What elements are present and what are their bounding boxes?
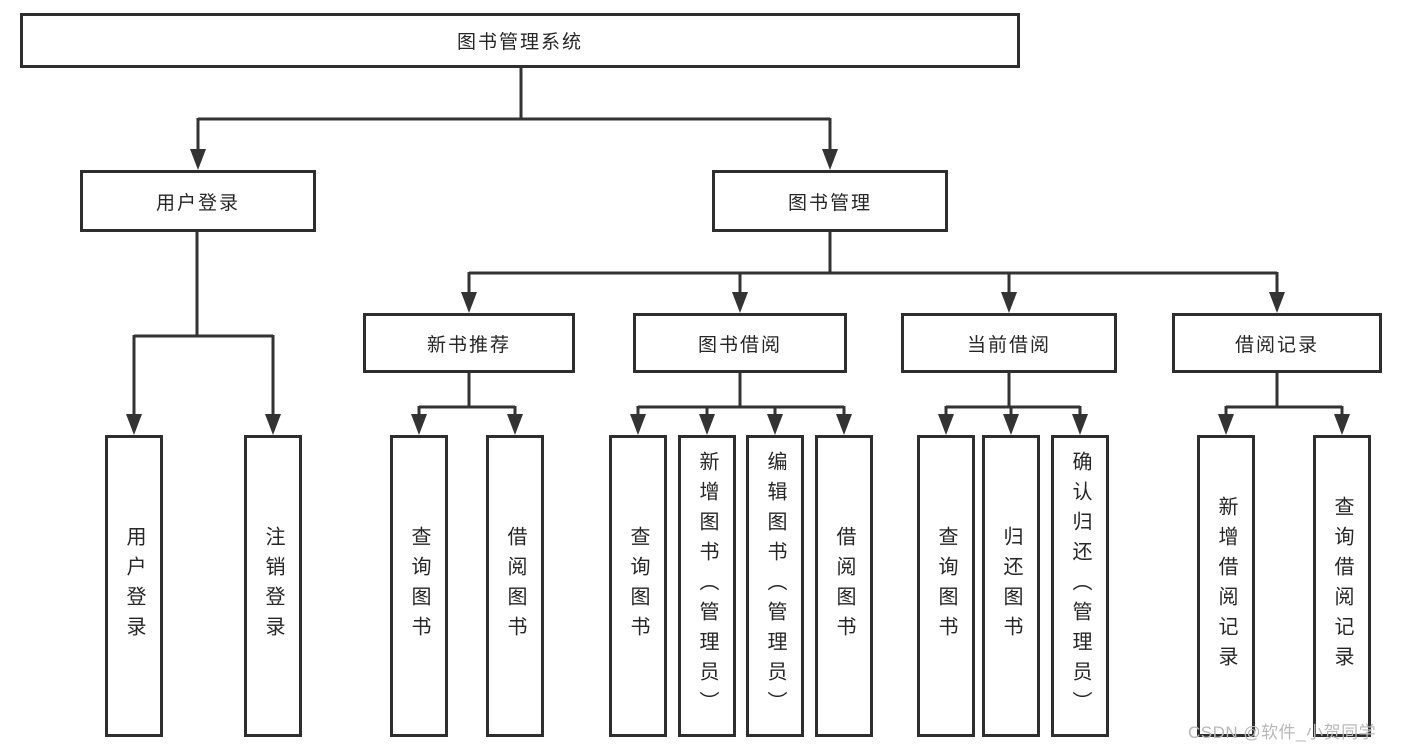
node-user-login: 用户登录 <box>80 170 316 232</box>
leaf-query-books-1: 查询图书 <box>390 435 448 737</box>
node-book-borrowing-label: 图书借阅 <box>697 334 782 356</box>
leaf-query-borrow-record: 查询借阅记录 <box>1313 435 1371 737</box>
leaf-borrow-books-2: 借阅图书 <box>815 435 873 737</box>
leaf-add-book-admin: 新增图书（管理员） <box>678 435 736 737</box>
leaf-return-book-label: 归还图书 <box>1000 526 1022 646</box>
leaf-add-borrow-record: 新增借阅记录 <box>1197 435 1255 737</box>
leaf-user-login: 用户登录 <box>105 435 163 737</box>
leaf-edit-book-admin: 编辑图书（管理员） <box>746 435 804 737</box>
node-book-management: 图书管理 <box>712 170 948 232</box>
node-current-borrowing: 当前借阅 <box>901 313 1117 373</box>
leaf-add-book-admin-label: 新增图书（管理员） <box>696 451 718 721</box>
leaf-borrow-books-1-label: 借阅图书 <box>504 526 526 646</box>
leaf-query-books-2: 查询图书 <box>609 435 667 737</box>
leaf-confirm-return-admin: 确认归还（管理员） <box>1051 435 1109 737</box>
leaf-logout: 注销登录 <box>244 435 302 737</box>
leaf-edit-book-admin-label: 编辑图书（管理员） <box>764 451 786 721</box>
leaf-add-borrow-record-label: 新增借阅记录 <box>1215 496 1237 676</box>
node-root: 图书管理系统 <box>20 13 1020 68</box>
node-borrowing-records-label: 借阅记录 <box>1234 334 1319 356</box>
leaf-query-borrow-record-label: 查询借阅记录 <box>1331 496 1353 676</box>
node-current-borrowing-label: 当前借阅 <box>966 334 1051 356</box>
leaf-borrow-books-2-label: 借阅图书 <box>833 526 855 646</box>
leaf-confirm-return-admin-label: 确认归还（管理员） <box>1069 451 1091 721</box>
leaf-borrow-books-1: 借阅图书 <box>486 435 544 737</box>
node-root-label: 图书管理系统 <box>456 32 583 53</box>
leaf-logout-label: 注销登录 <box>262 526 284 646</box>
node-new-book-recommendation-label: 新书推荐 <box>426 334 511 356</box>
leaf-query-books-3-label: 查询图书 <box>935 526 957 646</box>
leaf-query-books-2-label: 查询图书 <box>627 526 649 646</box>
node-book-management-label: 图书管理 <box>787 192 872 214</box>
node-user-login-label: 用户登录 <box>155 192 240 214</box>
node-new-book-recommendation: 新书推荐 <box>363 313 575 373</box>
leaf-user-login-label: 用户登录 <box>123 526 145 646</box>
node-book-borrowing: 图书借阅 <box>633 313 847 373</box>
csdn-watermark: CSDN @软件_小贺同学 <box>1188 723 1377 742</box>
node-borrowing-records: 借阅记录 <box>1172 313 1382 373</box>
leaf-return-book: 归还图书 <box>982 435 1040 737</box>
leaf-query-books-1-label: 查询图书 <box>408 526 430 646</box>
leaf-query-books-3: 查询图书 <box>917 435 975 737</box>
